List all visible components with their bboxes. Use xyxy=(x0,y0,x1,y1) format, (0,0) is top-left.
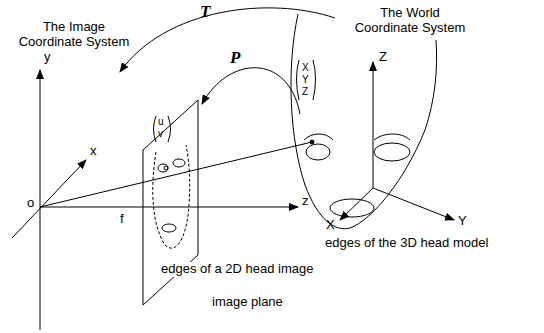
origin-label: o xyxy=(27,196,34,211)
bracket xyxy=(297,60,300,100)
model-point xyxy=(310,140,314,144)
eye-3d xyxy=(306,144,330,160)
image-coordinate: v xyxy=(158,129,163,139)
bracket xyxy=(168,116,171,142)
vector-component: Y xyxy=(302,75,309,85)
system-title: The Image Coordinate System xyxy=(14,20,134,50)
focal-length-label: f xyxy=(120,212,124,227)
transform-arrow xyxy=(120,8,335,72)
projection-ray xyxy=(40,142,312,207)
head-2d-edges xyxy=(153,145,190,248)
transform-label: T xyxy=(200,2,210,22)
brow xyxy=(304,134,333,140)
image-coordinate: u xyxy=(158,117,164,127)
vector-component: Z xyxy=(302,87,308,97)
y-axis xyxy=(40,70,41,330)
axis-label: Y xyxy=(458,214,467,229)
axis-label: z xyxy=(302,194,309,209)
pupil-2d xyxy=(164,166,168,170)
axis-label: x xyxy=(90,144,97,159)
projection-label: P xyxy=(230,48,240,68)
axis-label: X xyxy=(326,218,335,233)
vector-component: X xyxy=(302,63,309,73)
part-label: image plane xyxy=(212,295,283,310)
eye-3d xyxy=(374,143,410,161)
eye-2d xyxy=(173,159,185,167)
part-label: edges of a 2D head image xyxy=(160,262,315,277)
system-title: The World Coordinate System xyxy=(350,6,470,36)
head-3d-edges xyxy=(291,14,437,229)
eye-2d xyxy=(158,164,168,172)
world-x-axis xyxy=(340,188,373,220)
z-axis xyxy=(40,207,298,208)
bracket xyxy=(313,60,316,100)
mouth-2d xyxy=(162,224,176,232)
axis-label: Z xyxy=(379,50,387,65)
part-label: edges of the 3D head model xyxy=(325,236,488,251)
axis-label: y xyxy=(44,50,51,65)
world-y-axis xyxy=(373,188,454,220)
bracket xyxy=(154,116,157,142)
projection-arrow xyxy=(202,68,300,114)
brow xyxy=(374,134,410,140)
world-z-axis xyxy=(373,62,374,188)
